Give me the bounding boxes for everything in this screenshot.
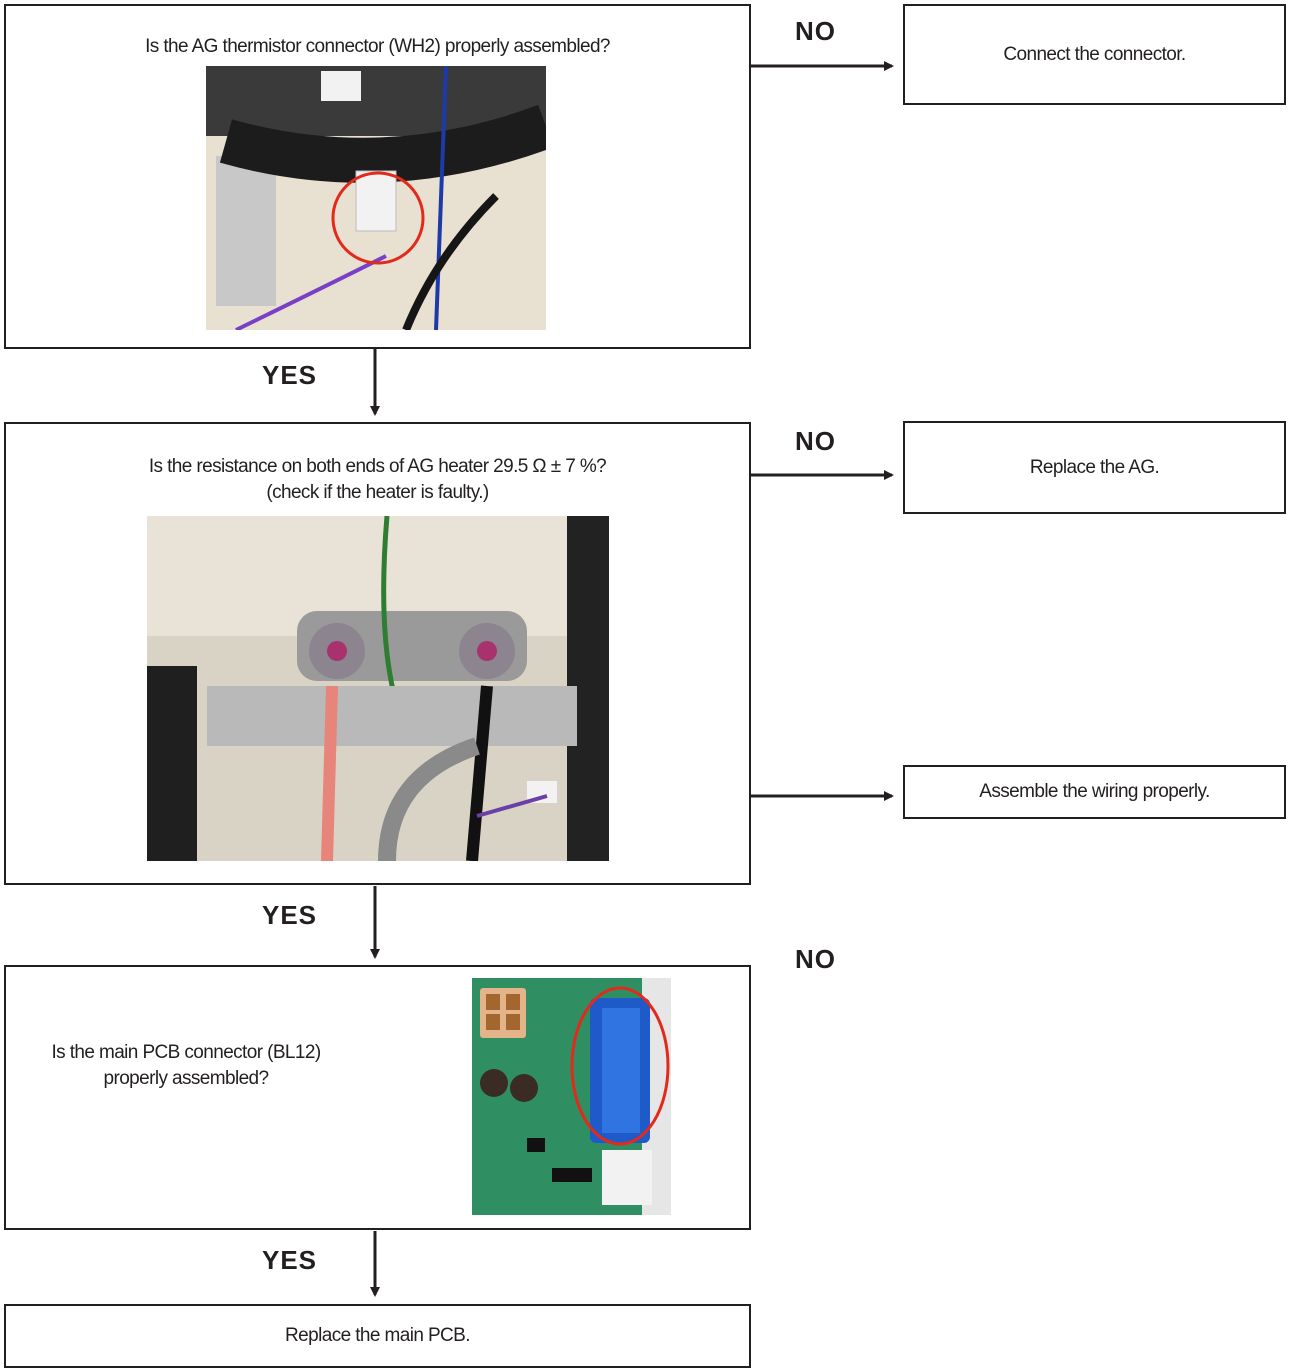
yes-label-2: YES — [262, 900, 318, 930]
decision-box-pcb: Is the main PCB connector (BL12) properl… — [4, 965, 751, 1230]
decision-box-wh2: Is the AG thermistor connector (WH2) pro… — [4, 4, 751, 349]
action-assemble-text: Assemble the wiring properly. — [979, 781, 1210, 802]
question-pcb-line2: properly assembled? — [103, 1068, 270, 1089]
no-label-3: NO — [795, 944, 836, 974]
action-connect-text: Connect the connector. — [1003, 43, 1186, 65]
final-action-box: Replace the main PCB. — [4, 1304, 751, 1368]
action-box-replace-ag: Replace the AG. — [903, 421, 1286, 514]
action-box-connect: Connect the connector. — [903, 4, 1286, 105]
photo-ag-heater — [147, 516, 609, 861]
decision-box-heater: Is the resistance on both ends of AG hea… — [4, 422, 751, 885]
final-action-text: Replace the main PCB. — [285, 1325, 470, 1346]
question-heater-line2: (check if the heater is faulty.) — [266, 482, 489, 503]
highlight-circle — [331, 171, 425, 265]
question-pcb-line1: Is the main PCB connector (BL12) — [51, 1042, 321, 1063]
question-heater-line1: Is the resistance on both ends of AG hea… — [148, 456, 607, 477]
photo-main-pcb — [472, 978, 671, 1215]
highlight-ellipse — [570, 986, 670, 1146]
question-wh2: Is the AG thermistor connector (WH2) pro… — [145, 36, 610, 57]
yes-label-3: YES — [262, 1245, 318, 1275]
photo-wh2-connector — [206, 66, 546, 330]
yes-label-1: YES — [262, 360, 318, 390]
action-box-assemble: Assemble the wiring properly. — [903, 765, 1286, 819]
no-label-1: NO — [795, 16, 836, 46]
no-label-2: NO — [795, 426, 836, 456]
action-replace-ag-text: Replace the AG. — [1029, 456, 1160, 478]
